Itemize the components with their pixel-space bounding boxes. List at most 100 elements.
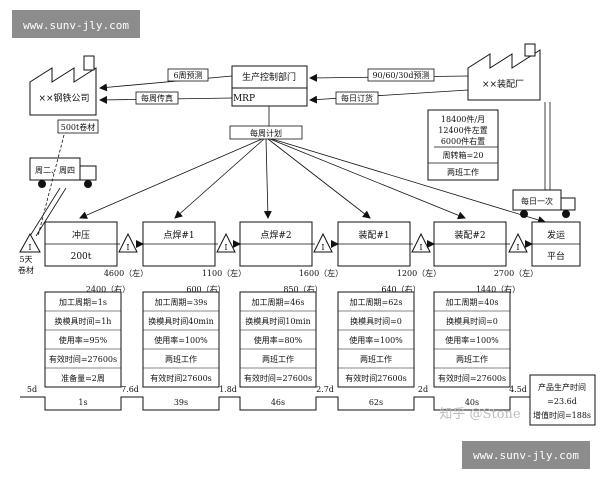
supplier-factory-icon: ××钢铁公司 [29, 55, 97, 116]
shipping-sub: 平台 [547, 250, 565, 262]
svg-text:I: I [28, 243, 31, 252]
svg-text:I: I [224, 243, 227, 252]
process-name: 装配#1 [358, 229, 389, 241]
process-data-line: 两班工作 [360, 354, 392, 364]
flow-customer-forecast: 90/60/30d预测 [372, 70, 429, 80]
inventory-left: 1600（左） [299, 268, 343, 278]
wait-time: 2d [418, 385, 428, 394]
process-data-line: 换模具时间=1h [55, 316, 112, 326]
process-time: 40s [465, 398, 479, 407]
material-label: 500t卷材 [61, 122, 95, 132]
process-5: 装配#2I2700（左）1440（右）加工周期=40s换模具时间=0使用率=10… [433, 221, 538, 388]
process-4: 装配#1I1200（左）640（右）加工周期=62s换模具时间=0使用率=100… [337, 221, 441, 388]
watermark-bottom: www.sunv-jly.com [462, 441, 590, 469]
process-data-line: 使用率=100% [445, 335, 499, 345]
timeline-ladder [20, 396, 530, 411]
process-time: 62s [369, 398, 383, 407]
process-data-line: 准备量=2周 [61, 373, 105, 383]
wait-time: 5d [27, 385, 37, 394]
process-data-line: 加工周期=62s [350, 297, 403, 307]
demand-container: 周转箱=20 [443, 150, 484, 160]
timeline: 5d 7.6d 1.8d 2.7d 2d 4.5d 1s 39s 46s 62s 40s [20, 385, 530, 411]
demand-shift: 两班工作 [447, 167, 479, 177]
process-data-line: 有效时间=27600s [244, 373, 312, 383]
info-flows: 6周预测 每周传真 90/60/30d预测 每日订货 每周计划 [79, 68, 546, 224]
process-data-line: 有效时间27600s [345, 373, 407, 383]
process-data-line: 使用率=100% [349, 335, 403, 345]
supplier-name: ××钢铁公司 [38, 92, 89, 104]
inventory-right: 1440（右） [476, 284, 520, 294]
process-data-line: 加工周期=39s [155, 297, 208, 307]
inventory-triangle [118, 232, 138, 253]
lead-time-summary: 产品生产时间 =23.6d 增值时间=188s [529, 374, 596, 426]
inventory-right: 2400（右） [86, 284, 130, 294]
wait-time: 2.7d [316, 385, 334, 394]
wait-time: 4.5d [509, 385, 527, 394]
process-data-line: 使用率=95% [59, 335, 108, 345]
watermark-zhihu: 知乎 @Stone [439, 406, 520, 422]
process-time: 39s [174, 398, 188, 407]
wait-time: 1.8d [219, 385, 237, 394]
process-data-line: 使用率=80% [254, 335, 303, 345]
flow-6week-forecast: 6周预测 [173, 70, 202, 80]
svg-text:www.sunv-jly.com: www.sunv-jly.com [473, 449, 579, 462]
demand-right: 6000件右置 [441, 136, 485, 146]
mrp-label: MRP [233, 94, 255, 104]
inventory-left: 1100（左） [202, 268, 246, 278]
process-time: 46s [271, 398, 285, 407]
process-2: 点焊#1I1100（左）600（右）加工周期=39s换模具时间40min使用率=… [142, 221, 246, 388]
customer-demand-box: 18400件/月 12400件左置 6000件右置 周转箱=20 两班工作 [427, 109, 499, 181]
process-name: 装配#2 [454, 229, 485, 241]
svg-text:I: I [419, 243, 422, 252]
process-name: 点焊#1 [163, 229, 194, 241]
process-data-line: 加工周期=1s [59, 297, 107, 307]
customer-factory-icon: ××装配厂 [467, 43, 541, 101]
process-data-line: 加工周期=46s [252, 297, 305, 307]
inventory-right: 850（右） [283, 284, 322, 294]
customer-delivery: 每日一次 [512, 102, 576, 218]
process-data-line: 两班工作 [456, 354, 488, 364]
raw-stock-days: 5天 [19, 255, 32, 264]
wait-time: 7.6d [121, 385, 139, 394]
inventory-left: 1200（左） [397, 268, 441, 278]
inventory-triangle [313, 232, 333, 253]
customer-delivery-note: 每日一次 [521, 196, 553, 206]
customer-name: ××装配厂 [482, 78, 524, 90]
process-name: 点焊#2 [260, 229, 291, 241]
inventory-triangle [411, 232, 431, 253]
shipping-box: 发运 平台 [531, 221, 581, 267]
process-data-line: 换模具时间=0 [446, 316, 498, 326]
svg-text:I: I [516, 243, 519, 252]
flow-daily-order: 每日订货 [341, 93, 373, 103]
process-data-line: 换模具时间40min [148, 316, 213, 326]
process-row: 冲压200tI4600（左）2400（右）加工周期=1s换模具时间=1h使用率=… [44, 221, 538, 388]
inventory-left: 2700（左） [494, 268, 538, 278]
flow-weekly-fax: 每周传真 [141, 93, 173, 103]
process-1: 冲压200tI4600（左）2400（右）加工周期=1s换模具时间=1h使用率=… [44, 221, 148, 388]
flow-weekly-plan: 每周计划 [250, 128, 282, 138]
raw-inventory: I 5天 卷材 [18, 232, 41, 275]
supplier-delivery: 500t卷材 周二、周四 [29, 119, 99, 237]
raw-stock-label: 卷材 [18, 265, 34, 275]
process-data-line: 换模具时间10min [245, 316, 310, 326]
inventory-triangle [216, 232, 236, 253]
demand-month: 18400件/月 [441, 114, 485, 124]
process-data-line: 两班工作 [262, 354, 294, 364]
svg-text:I: I [126, 243, 129, 252]
process-data-line: 使用率=100% [154, 335, 208, 345]
demand-left: 12400件左置 [438, 125, 487, 135]
process-data-line: 两班工作 [165, 354, 197, 364]
process-data-line: 有效时间=27600s [438, 373, 506, 383]
svg-text:I: I [321, 243, 324, 252]
process-data-line: 有效时间=27600s [49, 354, 117, 364]
control-title: 生产控制部门 [242, 71, 296, 83]
process-data-box: 加工周期=1s 换模具时间=1h 使用率=95% 有效时间=27600s 准备量=2周 [44, 291, 122, 388]
process-data-line: 有效时间27600s [150, 373, 212, 383]
process-data-line: 换模具时间=0 [350, 316, 402, 326]
process-time: 1s [78, 398, 87, 407]
inventory-triangle [508, 232, 528, 253]
